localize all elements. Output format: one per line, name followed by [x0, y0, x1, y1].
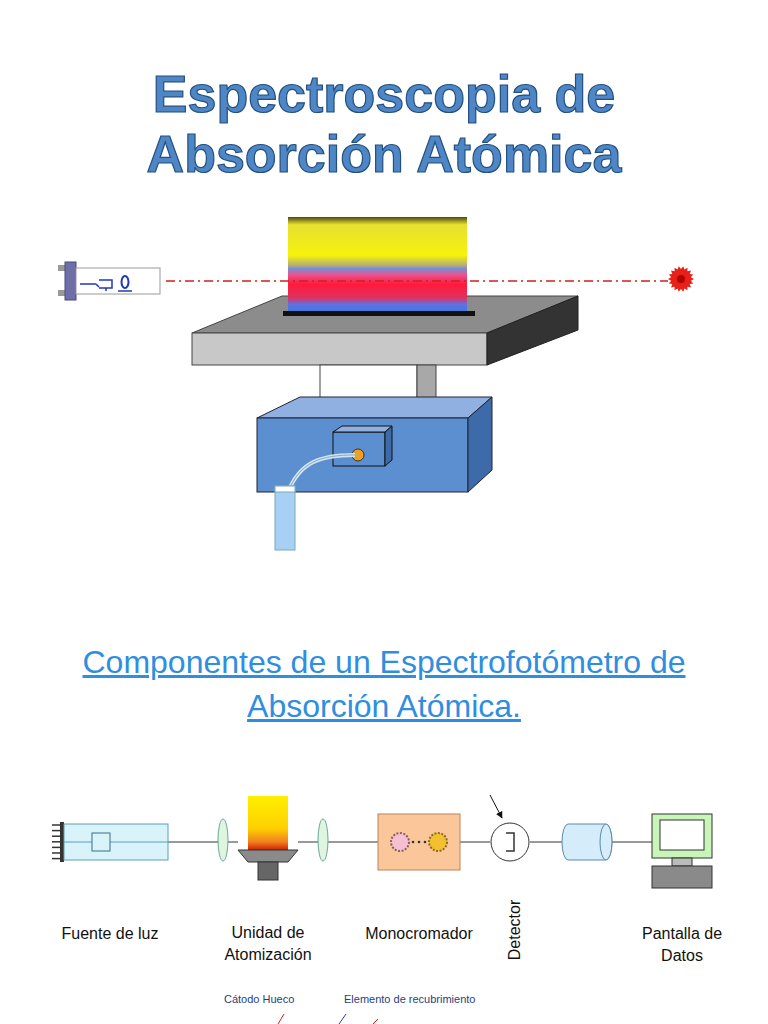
monitor-stand	[672, 858, 692, 866]
sample-tube	[275, 486, 295, 550]
lamp-pin	[52, 858, 60, 860]
lamp-base	[65, 262, 76, 300]
lamp-pin	[58, 290, 65, 296]
lens	[218, 819, 228, 861]
chamber-side	[468, 397, 492, 492]
amplifier-cylinder	[562, 824, 612, 860]
light-beam	[166, 280, 668, 282]
component-parts	[218, 795, 612, 1024]
flame	[288, 217, 467, 313]
aas-illustration	[58, 217, 694, 550]
part-label: Cátodo Hueco	[224, 993, 294, 1005]
grating	[391, 833, 409, 851]
lamp-envelope	[76, 268, 160, 294]
component-label: Fuente de luz	[62, 923, 159, 945]
monochromator: Monocromador	[378, 814, 460, 870]
monochromator-box	[378, 814, 460, 870]
component-icon	[238, 796, 298, 880]
burner-side	[487, 296, 578, 365]
monitor-base	[652, 866, 712, 888]
burner-front	[192, 333, 487, 365]
cathode	[92, 833, 110, 851]
part-label: Elemento de recubrimiento	[344, 993, 475, 1005]
component-label: Monocromador	[365, 923, 473, 945]
beam-dot	[424, 841, 427, 844]
atomizer-unit: Unidad de Atomización	[238, 796, 298, 880]
monitor-frame	[652, 814, 712, 858]
chamber-top	[257, 397, 492, 418]
chamber-front	[257, 418, 468, 492]
lamp-axis	[64, 842, 168, 843]
grating	[429, 833, 447, 851]
capillary-tube	[288, 455, 355, 492]
nebulizer-top	[333, 426, 392, 432]
detector-spot-core	[677, 275, 685, 283]
detector-spot	[668, 266, 694, 292]
beam-dot	[412, 841, 415, 844]
photocathode	[506, 833, 514, 851]
connector-line	[298, 841, 378, 843]
component-icon	[52, 822, 168, 862]
component-icon	[490, 822, 530, 862]
flame	[248, 796, 288, 850]
anode-symbol	[122, 276, 129, 288]
lens	[318, 819, 328, 861]
lamp-pin	[52, 835, 60, 837]
burner-slot	[283, 311, 475, 316]
burner-head	[238, 850, 298, 862]
section-heading: Componentes de un Espectrofotómetro de A…	[24, 640, 744, 728]
lamp-pin	[52, 841, 60, 843]
component-label: Pantalla de Datos	[632, 923, 732, 966]
connector-line	[460, 841, 490, 843]
data-display: Pantalla de Datos	[652, 814, 712, 888]
component-label: Unidad de Atomización	[208, 922, 328, 965]
lamp-pin	[52, 824, 60, 826]
light-source: Fuente de luz	[52, 822, 168, 862]
sample-tube-top	[275, 486, 295, 492]
leader-line	[278, 1014, 284, 1024]
nebulizer-front	[333, 432, 385, 466]
detector-tube	[491, 823, 529, 861]
lamp-base	[60, 822, 64, 862]
component-icon	[652, 814, 712, 888]
lamp-body	[64, 824, 168, 860]
beam-dot	[418, 841, 421, 844]
lamp-pin	[52, 847, 60, 849]
lamp-pin	[52, 830, 60, 832]
light-arrow	[490, 795, 502, 818]
detector: Detector	[490, 822, 530, 862]
page-title: Espectroscopia de Absorción Atómica	[84, 64, 684, 184]
component-icon	[378, 814, 460, 870]
leader-line	[373, 1019, 378, 1024]
burner-stem	[258, 862, 278, 880]
nebulizer-side	[385, 426, 392, 466]
component-label: Detector	[504, 900, 526, 960]
monitor-screen	[660, 820, 704, 850]
cathode-symbol	[80, 280, 132, 291]
amplifier-cylinder-end	[600, 824, 612, 860]
capillary-tube-edge	[288, 455, 355, 492]
lamp-pin	[52, 852, 60, 854]
leader-line	[339, 1014, 346, 1024]
lamp-pin	[58, 265, 65, 271]
